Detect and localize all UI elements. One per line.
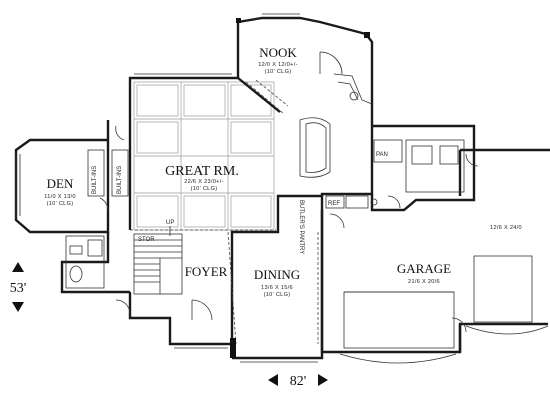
label-built-ins-2: BUILT-INS — [117, 166, 123, 194]
windows — [15, 13, 318, 363]
room-dining: DINING 13/6 X 15/6 (10' CLG) — [254, 267, 300, 298]
label-stor: STOR — [138, 237, 155, 243]
room-great-room: GREAT RM. 22/6 X 23/0+/- (10' CLG) — [165, 164, 239, 192]
label-pan: PAN — [376, 152, 388, 158]
room-name-foyer: FOYER — [185, 264, 228, 279]
arrow-down-icon — [12, 302, 24, 312]
kitchen-counters — [325, 73, 465, 209]
doors — [99, 51, 479, 333]
width-value: 82' — [290, 374, 307, 389]
room-den: DEN 11/0 X 13/0 (10' CLG) — [44, 176, 76, 207]
room-dims-great-room: 22/6 X 23/0+/- — [184, 179, 224, 185]
room-ceiling-nook: (10' CLG) — [265, 69, 292, 75]
room-name-den: DEN — [47, 176, 74, 191]
room-name-dining: DINING — [254, 267, 300, 282]
arrow-up-icon — [12, 262, 24, 272]
room-ceiling-den: (10' CLG) — [47, 201, 74, 207]
room-dims-den: 11/0 X 13/0 — [44, 194, 76, 200]
room-dims-garage-bay: 12/6 X 24/0 — [490, 225, 522, 231]
label-butlers-pantry: BUTLER'S PANTRY — [298, 200, 304, 254]
arrow-right-icon — [318, 374, 328, 386]
depth-dimension: 53' — [10, 262, 27, 312]
label-up: UP — [166, 220, 174, 226]
arrow-left-icon — [268, 374, 278, 386]
depth-value: 53' — [10, 281, 27, 296]
nook-post-right — [364, 32, 370, 38]
room-ceiling-great-room: (10' CLG) — [191, 186, 218, 192]
label-built-ins-1: BUILT-INS — [92, 166, 98, 194]
room-name-nook: NOOK — [259, 45, 297, 60]
stairs — [133, 226, 183, 295]
foyer-column — [230, 338, 236, 358]
kitchen-island — [299, 117, 331, 178]
built-ins-box-2 — [111, 149, 129, 197]
room-ceiling-dining: (10' CLG) — [264, 292, 291, 298]
room-name-garage: GARAGE — [397, 261, 451, 276]
exterior-walls — [14, 16, 550, 360]
room-dims-nook: 12/0 X 12/0+/- — [258, 62, 298, 68]
width-dimension: 82' — [268, 374, 328, 389]
great-room-ceiling-grid — [133, 81, 275, 231]
room-garage: GARAGE 21/6 X 20/6 — [397, 261, 451, 285]
nook-post-left — [236, 18, 241, 23]
room-dims-garage: 21/6 X 20/6 — [408, 279, 440, 285]
room-dims-dining: 13/6 X 15/6 — [261, 285, 293, 291]
room-garage-bay: 12/6 X 24/0 — [490, 225, 522, 231]
garage-doors — [339, 255, 549, 364]
room-nook: NOOK 12/0 X 12/0+/- (10' CLG) — [258, 45, 298, 75]
built-ins-box-1 — [87, 149, 105, 197]
label-ref: REF — [328, 201, 340, 207]
room-foyer: FOYER — [185, 264, 228, 279]
powder-room — [65, 235, 105, 289]
room-name-great-room: GREAT RM. — [165, 164, 239, 179]
ceiling-beams — [130, 79, 319, 345]
